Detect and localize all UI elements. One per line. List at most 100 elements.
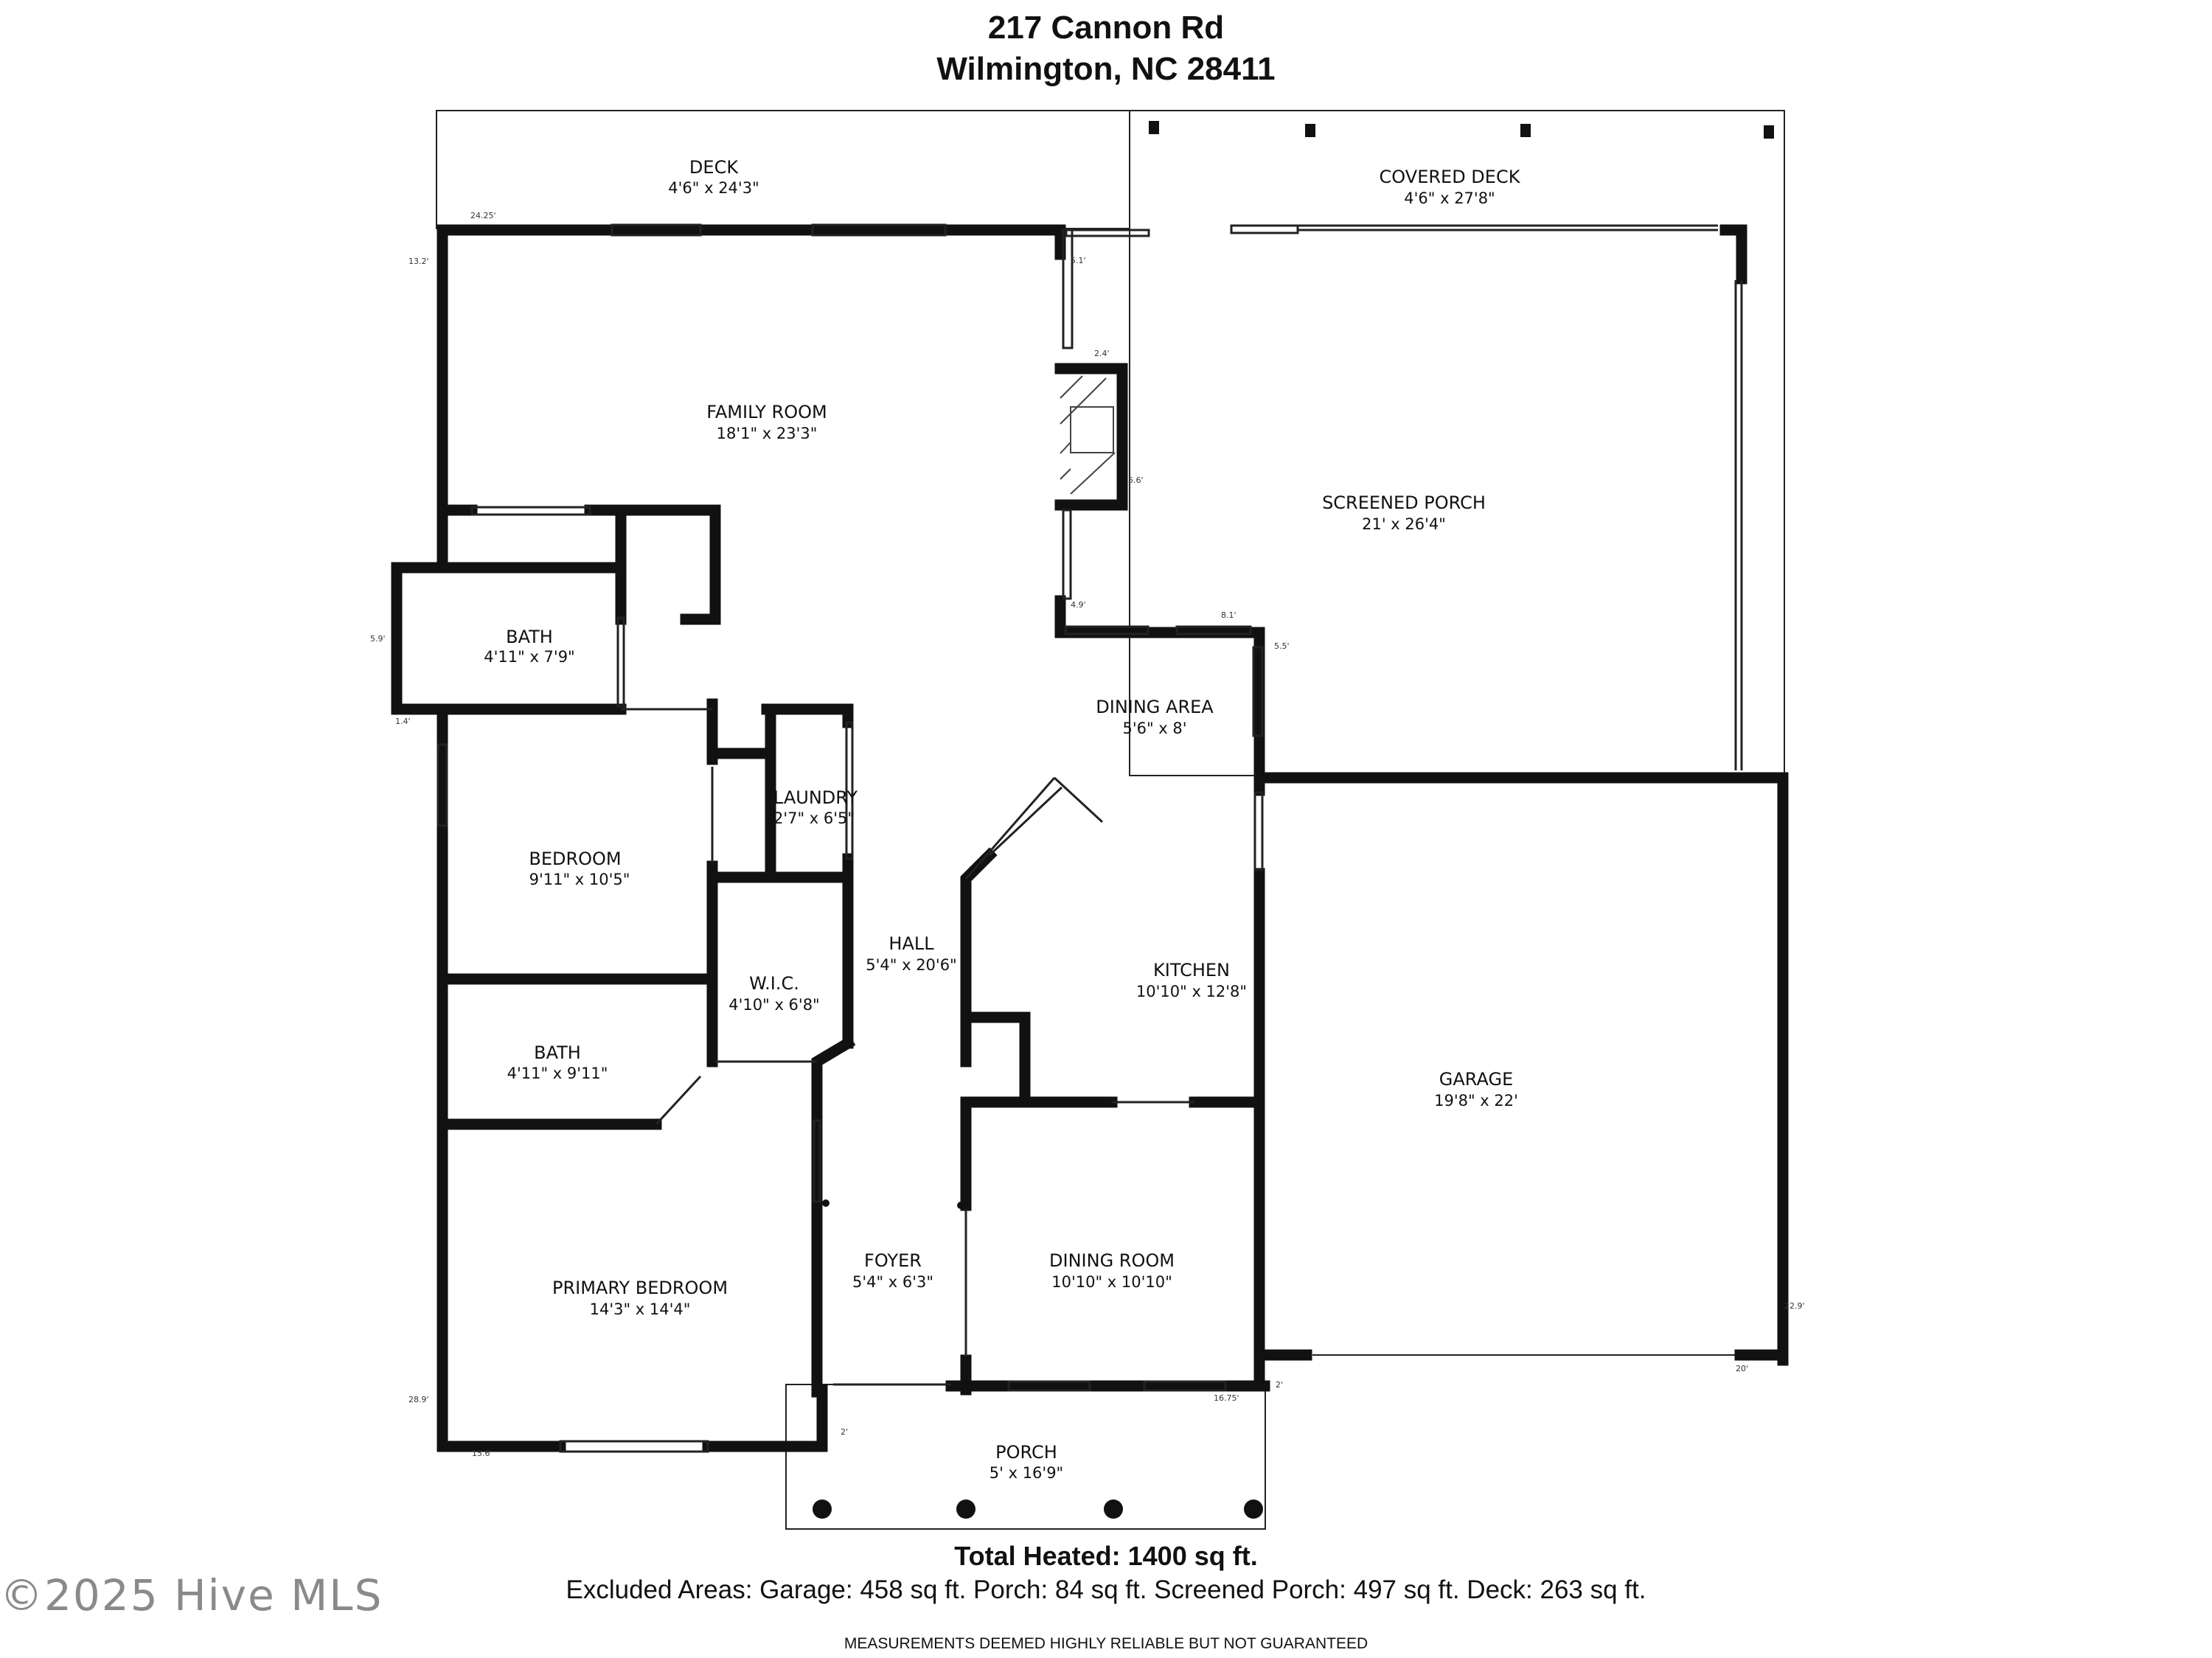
- deck-post: [1149, 121, 1159, 134]
- porch-column: [956, 1499, 975, 1519]
- porch-label: PORCH: [995, 1442, 1057, 1463]
- covered-deck-dims: 4'6" x 27'8": [1404, 189, 1495, 207]
- garage-dims: 19'8" x 22': [1434, 1092, 1518, 1110]
- window: [1062, 509, 1072, 600]
- porch-dims: 5' x 16'9": [990, 1464, 1063, 1482]
- deck-dims: 4'6" x 24'3": [668, 179, 759, 197]
- window: [1175, 625, 1252, 635]
- measurement-label: 24.25': [470, 211, 496, 220]
- bedroom-label: BEDROOM: [529, 849, 621, 869]
- deck-post: [1764, 125, 1774, 139]
- bath-lower-dims: 4'11" x 9'11": [507, 1065, 608, 1082]
- measurement-label: 28.9': [408, 1395, 429, 1404]
- screened-porch-label: SCREENED PORCH: [1322, 492, 1486, 513]
- foyer-dims: 5'4" x 6'3": [852, 1273, 933, 1291]
- measurement-label: 8.1': [1221, 610, 1237, 620]
- porch-column: [1104, 1499, 1123, 1519]
- dining-room-dims: 10'10" x 10'10": [1051, 1273, 1172, 1291]
- foyer-label: FOYER: [864, 1250, 922, 1271]
- kitchen-dims: 10'10" x 12'8": [1136, 983, 1247, 1000]
- dining-area-label: DINING AREA: [1096, 697, 1214, 717]
- window: [1007, 1380, 1091, 1392]
- screened-porch-dims: 21' x 26'4": [1362, 515, 1446, 533]
- total-heated: Total Heated: 1400 sq ft.: [954, 1541, 1258, 1571]
- window: [1252, 646, 1264, 737]
- porch-columns: [813, 1199, 1263, 1519]
- excluded-areas: Excluded Areas: Garage: 458 sq ft. Porch…: [566, 1575, 1646, 1604]
- measurement-label: 22.9': [1784, 1301, 1805, 1311]
- deck-posts: [1149, 121, 1774, 139]
- window: [616, 616, 625, 708]
- garage-label: GARAGE: [1439, 1069, 1513, 1090]
- opening: [655, 1075, 702, 1126]
- address-line-2: Wilmington, NC 28411: [936, 51, 1276, 87]
- disclaimer: MEASUREMENTS DEEMED HIGHLY RELIABLE BUT …: [844, 1635, 1368, 1652]
- measurement-label: 15.6': [472, 1449, 493, 1458]
- measurement-labels: 24.25' 13.2' 5.1' 2.4' 5.6' 4.9' 8.1' 5.…: [370, 211, 1805, 1458]
- dining-room-label: DINING ROOM: [1049, 1250, 1175, 1271]
- room-labels: DECK 4'6" x 24'3" COVERED DECK 4'6" x 27…: [484, 157, 1520, 1482]
- window: [1065, 229, 1150, 237]
- walls: [391, 224, 1789, 1452]
- hatch-line: [1060, 442, 1071, 454]
- hall-label: HALL: [888, 933, 934, 954]
- window: [470, 506, 591, 516]
- primary-bedroom-label: PRIMARY BEDROOM: [552, 1278, 728, 1298]
- window: [811, 223, 947, 237]
- window: [1143, 1380, 1227, 1392]
- measurement-label: 5.5': [1274, 641, 1290, 651]
- measurement-label: 13.2': [408, 257, 429, 266]
- windows: [437, 223, 1743, 1453]
- window: [1253, 791, 1264, 871]
- measurement-label: 2': [841, 1427, 848, 1437]
- bedroom-dims: 9'11" x 10'5": [529, 871, 630, 888]
- measurement-label: 2': [1276, 1380, 1283, 1390]
- window: [437, 743, 448, 827]
- wic-label: W.I.C.: [749, 973, 799, 994]
- bath-upper-label: BATH: [506, 627, 553, 647]
- hatch-line: [1060, 377, 1107, 425]
- primary-bedroom-dims: 14'3" x 14'4": [590, 1300, 691, 1318]
- covered-deck-outline: [1129, 110, 1785, 776]
- wic-dims: 4'10" x 6'8": [728, 996, 819, 1014]
- address-line-1: 217 Cannon Rd: [987, 10, 1225, 46]
- door-hinge: [822, 1199, 830, 1207]
- watermark: ©2025 Hive MLS: [0, 1570, 383, 1620]
- measurement-label: 5.9': [370, 634, 386, 644]
- dining-area-dims: 5'6" x 8': [1122, 720, 1186, 737]
- deck-post: [1520, 124, 1531, 137]
- wall: [960, 1011, 1031, 1108]
- bath-lower-label: BATH: [534, 1042, 581, 1063]
- measurement-label: 20': [1736, 1364, 1748, 1373]
- family-room-label: FAMILY ROOM: [706, 402, 827, 422]
- fireplace-hatch: [1060, 375, 1116, 495]
- porch-column: [1244, 1499, 1263, 1519]
- window: [845, 721, 854, 860]
- bath-upper-dims: 4'11" x 7'9": [484, 648, 574, 666]
- family-room-dims: 18'1" x 23'3": [717, 425, 818, 442]
- measurement-label: 16.75': [1214, 1393, 1239, 1403]
- window: [1064, 625, 1150, 635]
- measurement-label: 4.9': [1071, 600, 1086, 610]
- porch-column: [813, 1499, 832, 1519]
- opening: [988, 786, 1063, 857]
- measurement-label: 5.6': [1128, 476, 1144, 485]
- deck-post: [1305, 124, 1315, 137]
- window: [559, 1440, 709, 1453]
- hatch-line: [1060, 468, 1071, 480]
- wall: [960, 847, 998, 1067]
- covered-deck-label: COVERED DECK: [1380, 167, 1521, 187]
- kitchen-label: KITCHEN: [1153, 960, 1230, 980]
- laundry-label: LAUNDRY: [773, 787, 858, 808]
- measurement-label: 1.4': [395, 717, 411, 726]
- hatch-line: [1070, 452, 1116, 495]
- hatch-line: [1060, 375, 1083, 399]
- deck-outline: [436, 110, 1130, 229]
- window: [813, 1119, 821, 1203]
- door-hinge: [957, 1202, 964, 1209]
- window: [1230, 224, 1299, 234]
- window: [611, 223, 702, 237]
- fireplace-box: [1070, 406, 1114, 453]
- deck-label: DECK: [689, 157, 739, 178]
